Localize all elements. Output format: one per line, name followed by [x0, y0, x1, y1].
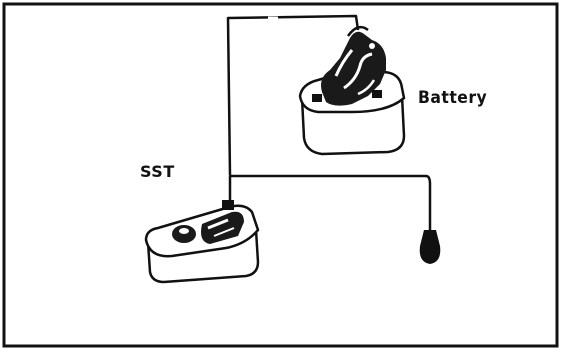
sst-label: SST — [140, 162, 175, 181]
battery-icon — [298, 25, 406, 156]
probe-wire — [228, 174, 432, 230]
sst-icon — [144, 200, 260, 284]
probe-tip-icon — [419, 230, 441, 264]
battery-label: Battery — [418, 88, 488, 108]
top-wire — [226, 14, 360, 176]
